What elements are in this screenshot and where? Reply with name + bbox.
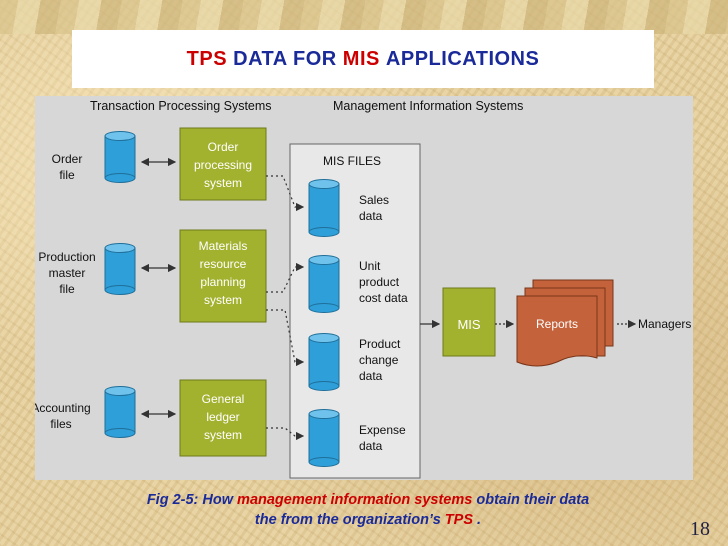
system-1-line3: system: [204, 176, 242, 190]
system-3-line3: system: [204, 428, 242, 442]
file-label-2a: Production: [38, 250, 95, 264]
system-2-line1: Materials: [199, 239, 248, 253]
mis-file-2-line3: cost data: [359, 291, 408, 305]
order-file-cylinder: [104, 131, 136, 183]
decorative-top-band: [0, 0, 728, 34]
mis-file-4-line1: Expense: [359, 423, 406, 437]
mis-file-2-line1: Unit: [359, 259, 381, 273]
mis-file-3-line2: change: [359, 353, 399, 367]
mis-files-title: MIS FILES: [323, 154, 381, 168]
unit-product-cost-data-cylinder: [308, 255, 340, 313]
mis-header: Management Information Systems: [333, 99, 523, 113]
file-label-3b: files: [50, 417, 71, 431]
file-label-1b: file: [59, 168, 75, 182]
title-data-for: DATA FOR: [233, 47, 337, 70]
general-ledger-system-box: [179, 379, 267, 457]
caption-line-1: Fig 2-5: How management information syst…: [38, 490, 698, 510]
mis-file-3-line1: Product: [359, 337, 401, 351]
accounting-files-cylinder: [104, 386, 136, 438]
caption-emphasis-tps: TPS: [444, 512, 473, 528]
mis-box-label: MIS: [457, 317, 480, 332]
system-1-line1: Order: [208, 140, 239, 154]
diagram-canvas: Transaction Processing Systems Managemen…: [35, 99, 691, 479]
system-1-line2: processing: [194, 158, 252, 172]
file-label-3a: Accounting: [35, 401, 91, 415]
file-label-2b: master: [49, 266, 86, 280]
title-applications: APPLICATIONS: [385, 47, 540, 70]
sales-data-cylinder: [308, 179, 340, 237]
caption-emphasis-mis: management information systems: [237, 492, 473, 508]
production-master-file-cylinder: [104, 243, 136, 295]
mis-file-2-line2: product: [359, 275, 400, 289]
dotted-arrow-ledger-to-expense: [266, 427, 305, 441]
caption-prefix: Fig 2-5: How: [146, 492, 234, 508]
mis-file-4-line2: data: [359, 439, 383, 453]
caption-suffix: .: [477, 512, 482, 528]
title-tps: TPS: [186, 47, 228, 70]
system-2-line4: system: [204, 293, 242, 307]
system-3-line1: General: [202, 392, 245, 406]
caption-line2-text: the from the organization’s: [254, 512, 441, 528]
dotted-arrow-materials-to-unit-cost: [266, 262, 305, 293]
mis-file-1-line1: Sales: [359, 193, 389, 207]
figure-caption: Fig 2-5: How management information syst…: [38, 490, 698, 530]
mis-box: [442, 287, 496, 357]
mis-file-3-line3: data: [359, 369, 383, 383]
dotted-arrow-materials-to-product-change: [266, 309, 305, 367]
caption-mid: obtain their data: [476, 492, 590, 508]
file-label-2c: file: [59, 282, 75, 296]
system-2-line2: resource: [200, 257, 247, 271]
reports-stack: [516, 279, 614, 367]
file-label-1a: Order: [52, 152, 83, 166]
slide-title: TPS DATA FOR MIS APPLICATIONS: [72, 30, 654, 88]
title-mis: MIS: [342, 47, 380, 70]
system-3-line2: ledger: [206, 410, 239, 424]
mis-file-1-line2: data: [359, 209, 383, 223]
reports-label: Reports: [536, 317, 578, 331]
order-processing-system-box: [179, 127, 267, 201]
expense-data-cylinder: [308, 409, 340, 467]
tps-header: Transaction Processing Systems: [90, 99, 272, 113]
managers-label: Managers: [638, 317, 691, 331]
system-2-line3: planning: [200, 275, 245, 289]
tps-mis-diagram: Transaction Processing Systems Managemen…: [35, 96, 693, 480]
product-change-data-cylinder: [308, 333, 340, 391]
caption-line-2: the from the organization’s TPS .: [38, 510, 698, 530]
page-number: 18: [690, 518, 710, 540]
materials-planning-system-box: [179, 229, 267, 323]
